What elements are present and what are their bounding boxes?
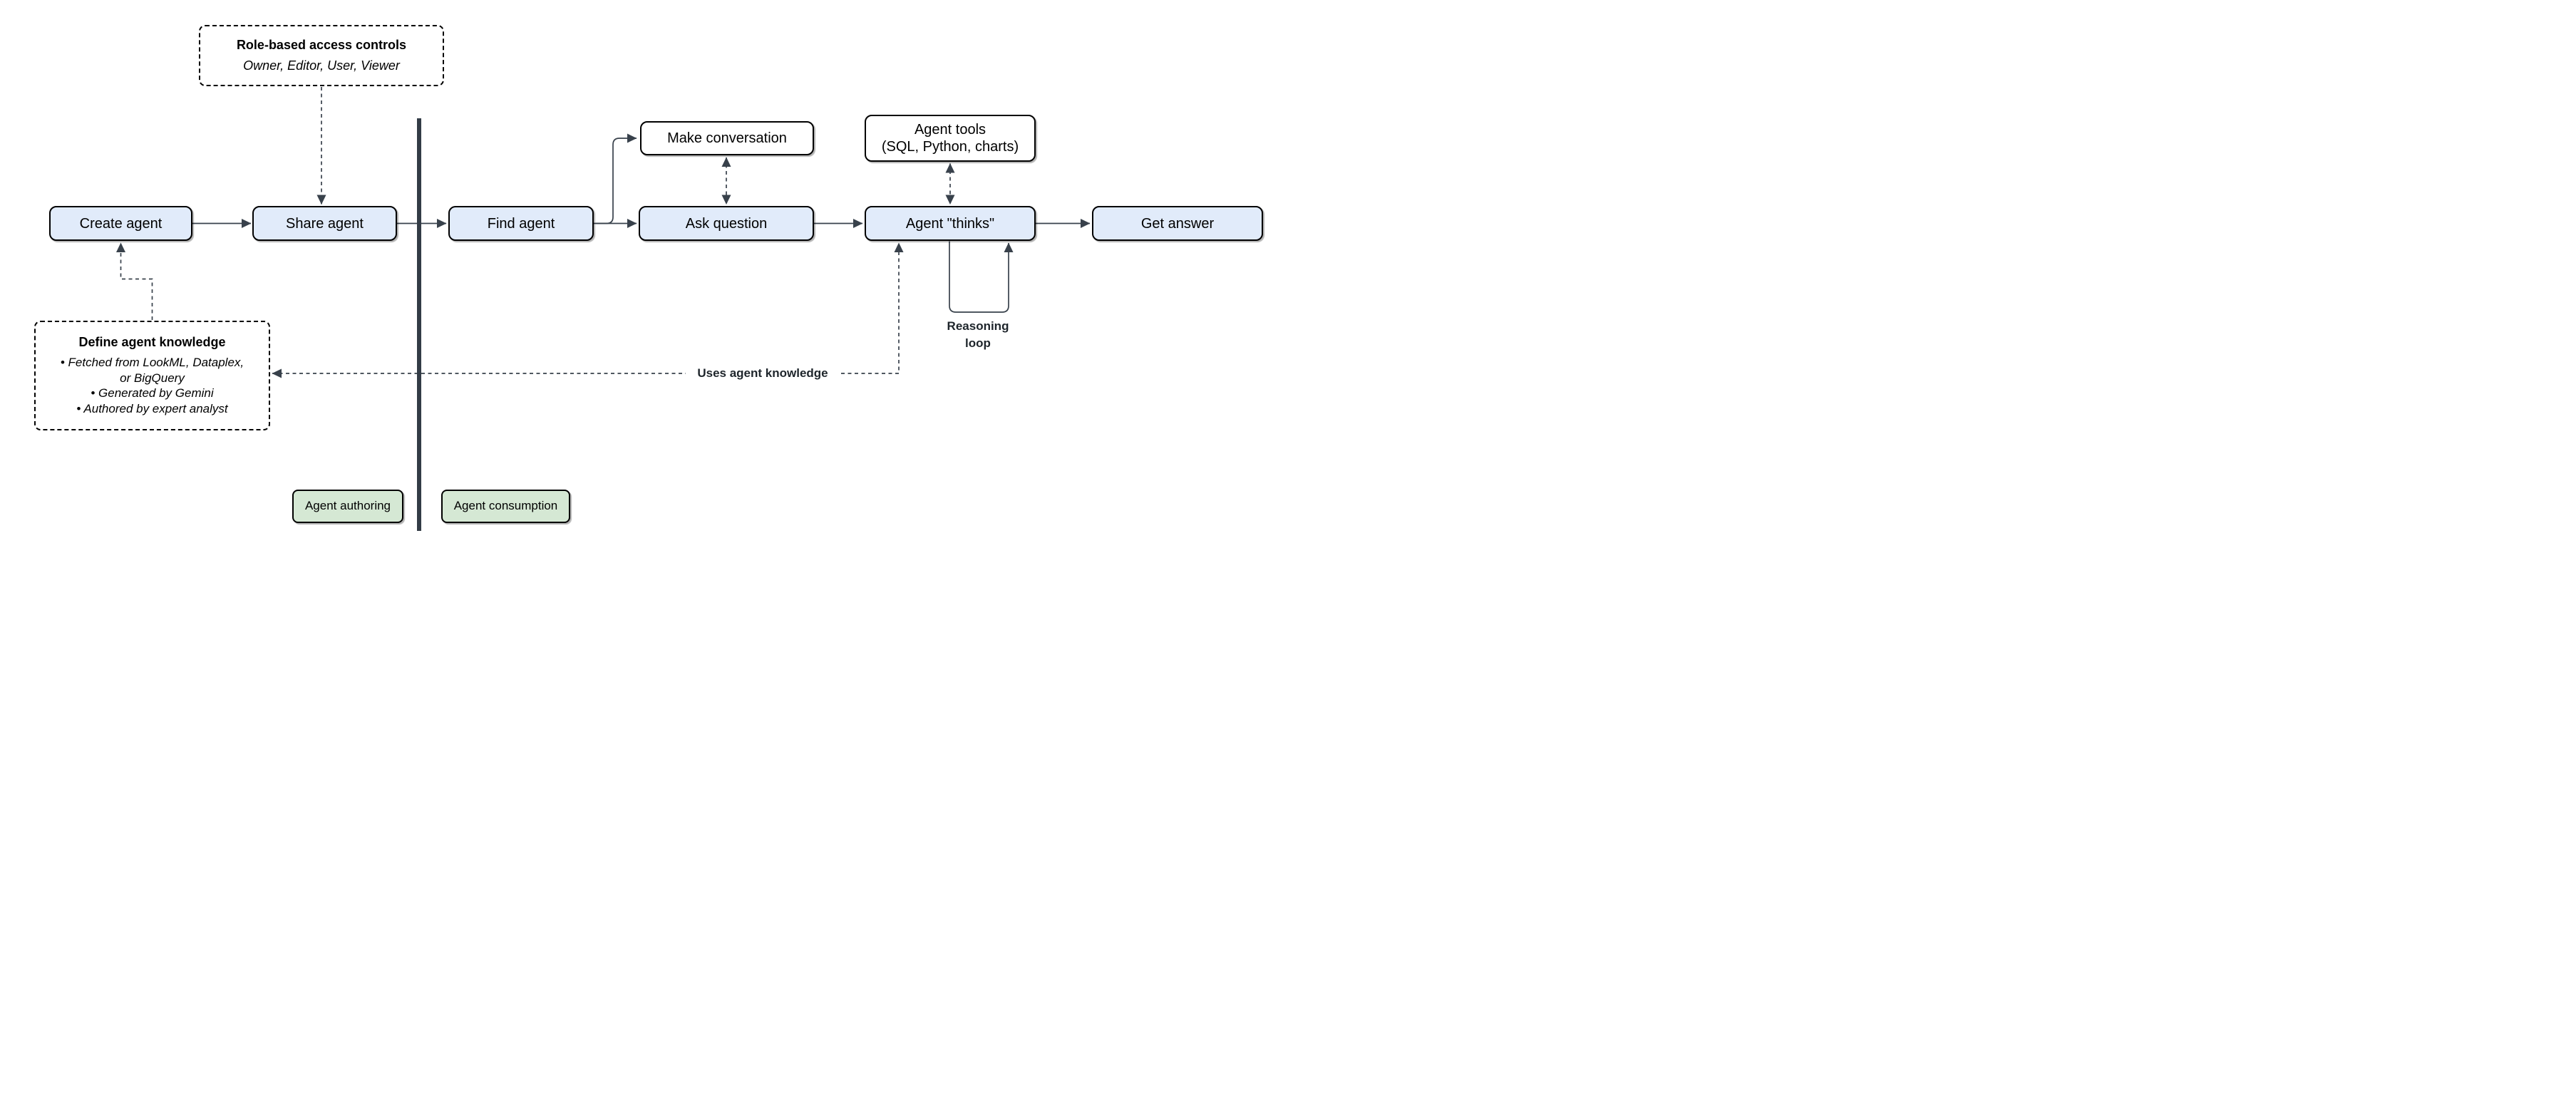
dashed-connectors (116, 87, 955, 378)
node-agent-tools-line2: (SQL, Python, charts) (881, 139, 1019, 155)
legend-agent-authoring: Agent authoring (292, 490, 403, 523)
legend-agent-authoring-label: Agent authoring (304, 499, 391, 513)
solid-connectors (190, 133, 1091, 313)
node-create-agent: Create agent (49, 206, 192, 241)
node-agent-tools: Agent tools (SQL, Python, charts) (865, 115, 1036, 162)
edge-knowledge-to-create (116, 242, 153, 320)
knowledge-bullet: • Fetched from LookML, Dataplex, (60, 356, 244, 370)
node-ask-question-label: Ask question (685, 215, 768, 232)
node-get-answer-label: Get answer (1140, 215, 1215, 232)
node-agent-tools-line1: Agent tools (914, 122, 986, 138)
edge-find-to-make-conversation (596, 133, 637, 224)
reasoning-loop-label: Reasoning loop (939, 318, 1017, 352)
node-find-agent: Find agent (448, 206, 594, 241)
define-agent-knowledge-box: Define agent knowledge • Fetched from Lo… (34, 321, 270, 430)
reasoning-loop-line2: loop (965, 336, 991, 350)
node-make-conversation: Make conversation (640, 121, 814, 155)
connector-layer (116, 87, 1091, 378)
reasoning-loop-line1: Reasoning (947, 319, 1009, 333)
node-ask-question: Ask question (639, 206, 814, 241)
node-agent-thinks-label: Agent "thinks" (905, 215, 995, 232)
knowledge-bullet: or BigQuery (120, 371, 185, 385)
role-based-access-box: Role-based access controls Owner, Editor… (199, 25, 444, 86)
role-based-access-title: Role-based access controls (236, 37, 407, 52)
uses-agent-knowledge-label: Uses agent knowledge (686, 365, 840, 382)
legend-agent-consumption: Agent consumption (441, 490, 570, 523)
node-create-agent-label: Create agent (79, 215, 163, 232)
role-based-access-subtitle: Owner, Editor, User, Viewer (243, 58, 400, 73)
node-share-agent: Share agent (252, 206, 397, 241)
node-make-conversation-label: Make conversation (667, 130, 787, 146)
edge-uses-agent-knowledge (272, 242, 904, 378)
edge-reasoning-loop (949, 241, 1014, 313)
flowchart-canvas: Role-based access controls Owner, Editor… (0, 0, 1288, 553)
node-share-agent-label: Share agent (286, 215, 364, 232)
authoring-consumption-divider (417, 118, 421, 531)
knowledge-bullet: • Authored by expert analyst (76, 401, 228, 415)
node-agent-thinks: Agent "thinks" (865, 206, 1036, 241)
define-agent-knowledge-title: Define agent knowledge (78, 334, 226, 349)
legend-agent-consumption-label: Agent consumption (453, 499, 558, 513)
node-get-answer: Get answer (1092, 206, 1263, 241)
node-find-agent-label: Find agent (487, 215, 555, 232)
knowledge-bullet: • Generated by Gemini (91, 386, 214, 400)
